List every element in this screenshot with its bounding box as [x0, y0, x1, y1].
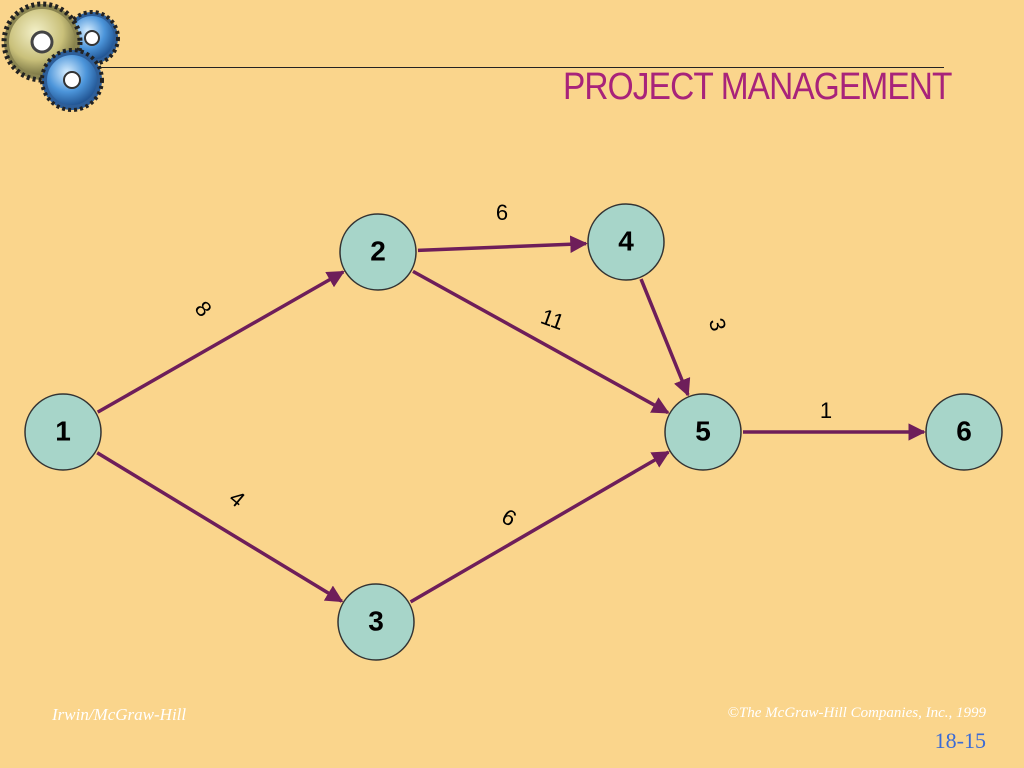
edge-label-4-5: 3	[704, 315, 731, 333]
node-6: 6	[925, 393, 1003, 471]
node-label-2: 2	[370, 235, 386, 266]
edge-2-5	[412, 269, 670, 415]
node-circle-2	[339, 213, 417, 291]
edge-1-2	[96, 270, 345, 414]
edge-label-3-5: 9	[498, 504, 521, 532]
node-circle-5	[664, 393, 742, 471]
publisher-footer: Irwin/McGraw-Hill	[52, 705, 187, 724]
gears-logo-icon	[1, 1, 120, 112]
node-label-6: 6	[956, 415, 972, 446]
node-3: 3	[337, 583, 415, 661]
copyright-footer: ©The McGraw-Hill Companies, Inc., 1999	[727, 705, 986, 721]
node-circle-1	[24, 393, 102, 471]
node-label-3: 3	[368, 605, 384, 636]
node-circle-6	[925, 393, 1003, 471]
edge-label-5-6: 1	[820, 398, 832, 423]
node-circle-3	[337, 583, 415, 661]
page-title: PROJECT MANAGEMENT	[563, 66, 952, 108]
node-5: 5	[664, 393, 742, 471]
title-divider	[100, 67, 944, 68]
node-label-1: 1	[55, 415, 71, 446]
edge-label-1-3: 4	[224, 485, 249, 512]
edge-label-2-5: 11	[538, 304, 568, 335]
edge-2-4	[417, 235, 588, 253]
page-number: 18-15	[934, 728, 986, 753]
edge-3-5	[409, 450, 670, 604]
node-label-4: 4	[618, 225, 634, 256]
edge-label-2-4: 6	[496, 200, 508, 225]
edge-label-1-2: 8	[190, 296, 217, 321]
node-2: 2	[339, 213, 417, 291]
node-4: 4	[587, 203, 665, 281]
node-circle-4	[587, 203, 665, 281]
node-label-5: 5	[695, 415, 711, 446]
node-1: 1	[24, 393, 102, 471]
edge-4-5	[639, 278, 691, 397]
edge-1-3	[96, 451, 344, 603]
